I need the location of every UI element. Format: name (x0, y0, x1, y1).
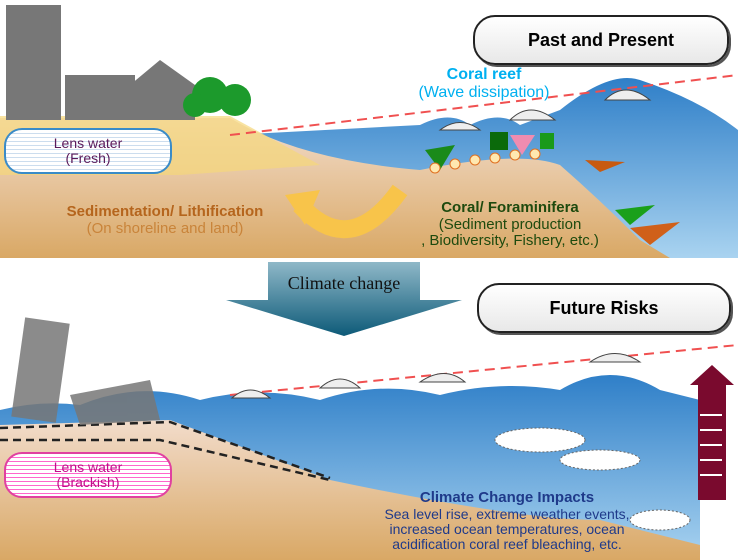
panel-title-future-risks: Future Risks (477, 283, 731, 333)
seabed (0, 420, 700, 560)
impacts-line2: increased ocean temperatures, ocean (389, 520, 625, 537)
sea-level-line (229, 344, 738, 396)
damaged-buildings (11, 317, 160, 425)
coral-foraminifera-line2: , Biodiversity, Fishery, etc.) (421, 232, 599, 249)
sea-level-rise-arrow (690, 365, 734, 500)
sea-level-line (229, 74, 738, 136)
coral-foraminifera-title: Coral/ Foraminifera (441, 199, 579, 216)
lens-water-brackish: Lens water (Brackish) (4, 452, 172, 498)
panel-title-text: Future Risks (549, 297, 659, 318)
climate-impacts-label: Climate Change Impacts Sea level rise, e… (362, 489, 652, 553)
lens-water-fresh: Lens water (Fresh) (4, 128, 172, 174)
impacts-line3: acidification coral reef bleaching, etc. (392, 536, 622, 553)
coral-foraminifera-line1: (Sediment production (438, 215, 582, 233)
lens-water-state: (Fresh) (65, 150, 111, 167)
coral-reef-title: Coral reef (446, 66, 522, 83)
buildings (6, 5, 195, 120)
cycle-arrow (293, 184, 408, 239)
panel-title-past-present: Past and Present (473, 15, 729, 65)
trees (183, 77, 251, 117)
climate-change-arrow (226, 262, 462, 336)
impacts-line1: Sea level rise, extreme weather events, (384, 505, 630, 522)
sedimentation-title: Sedimentation/ Lithification (66, 203, 264, 220)
bleached-reef (494, 427, 691, 531)
coral-foraminifera-label: Coral/ Foraminifera (Sediment production… (400, 199, 620, 250)
lens-water-title: Lens water (53, 135, 123, 151)
lens-water-title: Lens water (53, 459, 123, 475)
coral-reef-label: Coral reef (Wave dissipation) (394, 66, 574, 101)
sedimentation-subtitle: (On shoreline and land) (86, 219, 244, 237)
panel-title-text: Past and Present (527, 29, 675, 50)
bottom-scene (0, 317, 738, 560)
climate-change-label: Climate change (287, 273, 401, 293)
impacts-title: Climate Change Impacts (419, 489, 595, 506)
top-scene (0, 5, 738, 258)
coral-reef-subtitle: (Wave dissipation) (418, 83, 550, 101)
wave-crests (230, 89, 652, 399)
sedimentation-label: Sedimentation/ Lithification (On shoreli… (40, 203, 290, 237)
lens-water-state: (Brackish) (56, 474, 120, 491)
corals (425, 132, 680, 245)
foraminifera (429, 148, 541, 174)
